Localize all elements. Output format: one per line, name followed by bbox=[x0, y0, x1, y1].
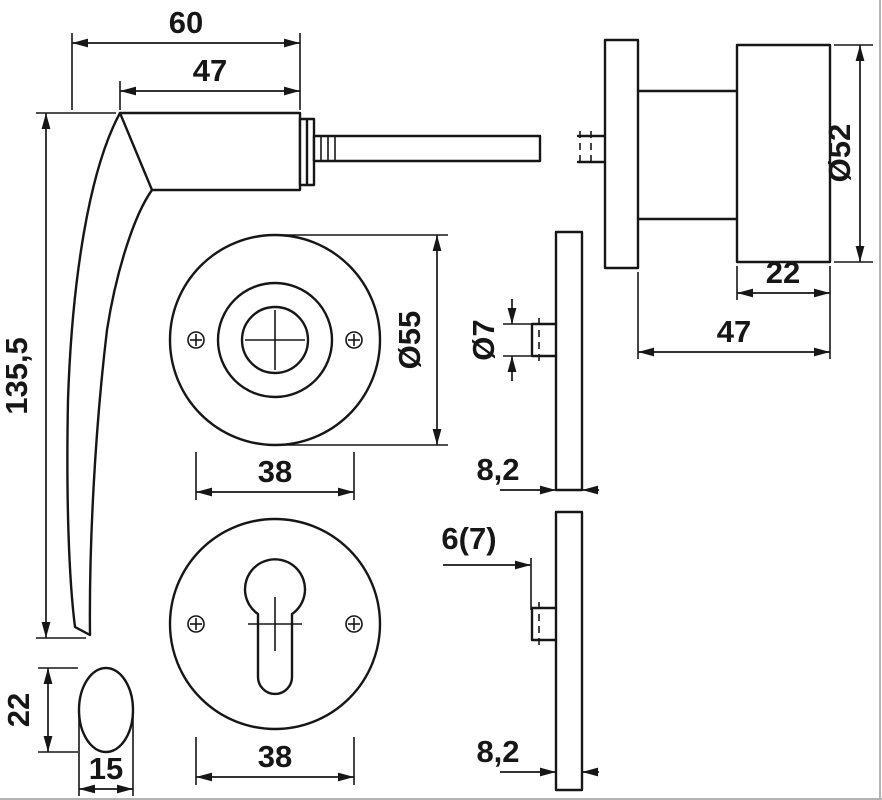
lever-handle-side-view bbox=[66, 111, 542, 637]
dim-label-handle-length: 135,5 bbox=[0, 337, 34, 415]
dim-label-total-projection: 60 bbox=[169, 5, 203, 40]
dim-label-screw-spacing-lower: 38 bbox=[258, 739, 292, 774]
dim-label-rose-thickness-upper: 8,2 bbox=[476, 452, 519, 487]
dim-label-pin-length: 6(7) bbox=[441, 521, 496, 556]
spindle bbox=[312, 134, 542, 163]
dimensions: 60 47 135,5 Ø55 38 38 22 15 bbox=[0, 5, 873, 796]
dim-label-knob-diameter: Ø52 bbox=[822, 124, 857, 183]
rose-top-view bbox=[168, 233, 382, 447]
dim-label-neck-length: 47 bbox=[193, 53, 227, 88]
dim-label-screw-spacing-upper: 38 bbox=[258, 454, 292, 489]
dim-label-rose-thickness-lower: 8,2 bbox=[476, 734, 519, 769]
rose-profile-upper bbox=[530, 230, 584, 492]
screw-icon bbox=[345, 615, 363, 633]
rose-profile-lower bbox=[530, 510, 584, 792]
screw-icon bbox=[187, 331, 205, 349]
screw-icon bbox=[345, 331, 363, 349]
dim-label-grip-end-height: 22 bbox=[1, 693, 36, 727]
dim-label-knob-total-depth: 47 bbox=[717, 314, 751, 349]
grip-end-view bbox=[77, 666, 135, 754]
knob-side-view bbox=[576, 38, 832, 270]
escutcheon-pz-top-view bbox=[168, 517, 382, 731]
dim-label-knob-depth: 22 bbox=[766, 255, 800, 290]
dim-label-grip-end-width: 15 bbox=[89, 751, 123, 786]
dim-label-pin-diameter: Ø7 bbox=[466, 319, 501, 360]
screw-icon bbox=[187, 615, 205, 633]
dim-label-rose-diameter: Ø55 bbox=[392, 311, 427, 370]
